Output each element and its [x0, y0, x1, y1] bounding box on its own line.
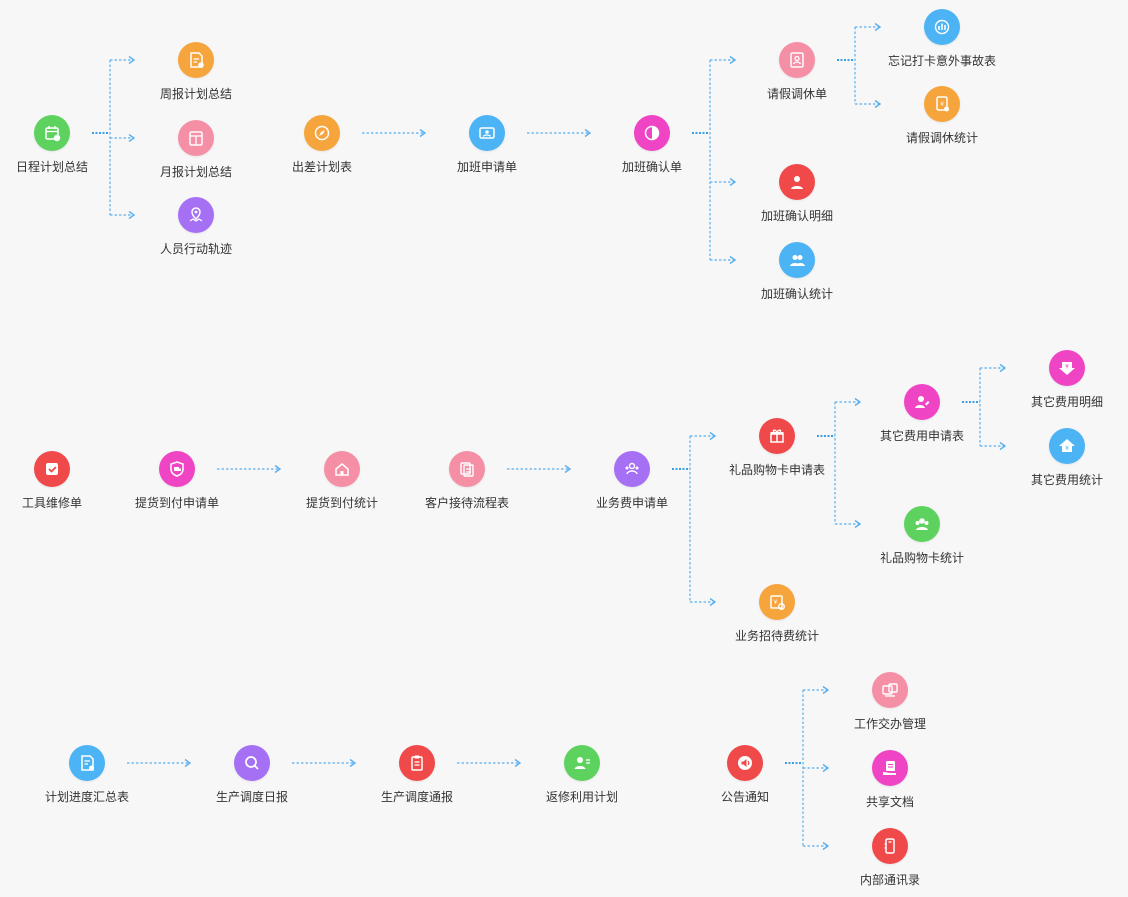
portrait-icon: [779, 42, 815, 78]
connector-arrowhead: [822, 763, 830, 773]
node-label: 忘记打卡意外事故表: [887, 54, 996, 68]
connector-arrowhead: [128, 55, 136, 65]
node-label: 日程计划总结: [15, 160, 88, 174]
id-card-icon: [469, 115, 505, 151]
copy-docs-icon: [449, 451, 485, 487]
node-label: 内部通讯录: [859, 873, 920, 887]
node-label: 人员行动轨迹: [159, 242, 232, 256]
connector-arrowhead: [999, 363, 1007, 373]
node-label: 提货到付统计: [305, 496, 378, 510]
schedule-doc-icon: [69, 745, 105, 781]
user-list-icon: [564, 745, 600, 781]
node-label: 其它费用统计: [1030, 473, 1103, 487]
connector-arrowhead: [874, 22, 882, 32]
stats-doc-icon: ¥: [924, 86, 960, 122]
invoice-icon: ¥: [759, 584, 795, 620]
connector-arrowhead: [274, 464, 282, 474]
node-label: 月报计划总结: [159, 165, 232, 179]
compass-icon: [304, 115, 340, 151]
node-label: 请假调休统计: [905, 131, 978, 145]
connector-arrowhead: [128, 210, 136, 220]
connector-arrowhead: [709, 431, 717, 441]
node-label: 礼品购物卡统计: [879, 551, 964, 565]
phone-book-icon: [872, 828, 908, 864]
node-label: 周报计划总结: [159, 87, 232, 101]
node-label: 业务招待费统计: [734, 629, 819, 643]
svg-text:¥: ¥: [1065, 364, 1069, 371]
node-label: 生产调度通报: [380, 790, 453, 804]
node-label: 提货到付申请单: [134, 496, 219, 510]
connector-arrowhead: [564, 464, 572, 474]
svg-text:¥: ¥: [940, 101, 944, 108]
gift-icon: [759, 418, 795, 454]
half-circle-icon: [634, 115, 670, 151]
node-label: 加班申请单: [456, 160, 517, 174]
user-edit-icon: [904, 384, 940, 420]
connector-arrowhead: [184, 758, 192, 768]
node-label: 返修利用计划: [545, 790, 618, 804]
node-label: 请假调休单: [766, 87, 827, 101]
bar-chart-icon: [924, 9, 960, 45]
group-icon: [904, 506, 940, 542]
connector-arrowhead: [854, 519, 862, 529]
clipboard-icon: [399, 745, 435, 781]
node-label: 工作交办管理: [853, 717, 926, 731]
connector-arrowhead: [514, 758, 522, 768]
connector-arrowhead: [822, 685, 830, 695]
connector-arrowhead: [729, 255, 737, 265]
node-label: 加班确认统计: [760, 287, 833, 301]
connector-arrowhead: [349, 758, 357, 768]
node-label: 生产调度日报: [215, 790, 288, 804]
node-label: 其它费用明细: [1030, 395, 1103, 409]
connector-arrowhead: [584, 128, 592, 138]
node-label: 出差计划表: [291, 160, 352, 174]
house-icon: [324, 451, 360, 487]
checkbox-icon: [34, 451, 70, 487]
node-label: 计划进度汇总表: [44, 790, 129, 804]
node-label: 礼品购物卡申请表: [728, 463, 825, 477]
node-label: 加班确认明细: [760, 209, 833, 223]
yen-up-icon: ¥: [1049, 428, 1085, 464]
node-label: 公告通知: [720, 790, 769, 804]
svg-text:¥: ¥: [1065, 445, 1069, 452]
node-label: 共享文档: [865, 795, 914, 809]
hand-doc-icon: [872, 750, 908, 786]
calendar-icon: [34, 115, 70, 151]
node-label: 其它费用申请表: [879, 429, 964, 443]
connector-arrowhead: [419, 128, 427, 138]
speaker-icon: [727, 745, 763, 781]
connector-arrowhead: [729, 55, 737, 65]
location-icon: [178, 197, 214, 233]
users-icon: [779, 242, 815, 278]
document-icon: [178, 42, 214, 78]
transfer-icon: [872, 672, 908, 708]
node-label: 加班确认单: [621, 160, 682, 174]
truck-shield-icon: [159, 451, 195, 487]
connector-arrowhead: [709, 597, 717, 607]
user-icon: [779, 164, 815, 200]
report-icon: [178, 120, 214, 156]
search-icon: [234, 745, 270, 781]
connector-arrowhead: [854, 397, 862, 407]
connector-arrowhead: [822, 841, 830, 851]
svg-text:¥: ¥: [774, 599, 778, 606]
node-label: 业务费申请单: [595, 496, 668, 510]
yen-down-icon: ¥: [1049, 350, 1085, 386]
node-label: 工具维修单: [21, 496, 82, 510]
team-icon: [614, 451, 650, 487]
connector-arrowhead: [729, 177, 737, 187]
connector-arrowhead: [128, 133, 136, 143]
node-label: 客户接待流程表: [424, 496, 509, 510]
